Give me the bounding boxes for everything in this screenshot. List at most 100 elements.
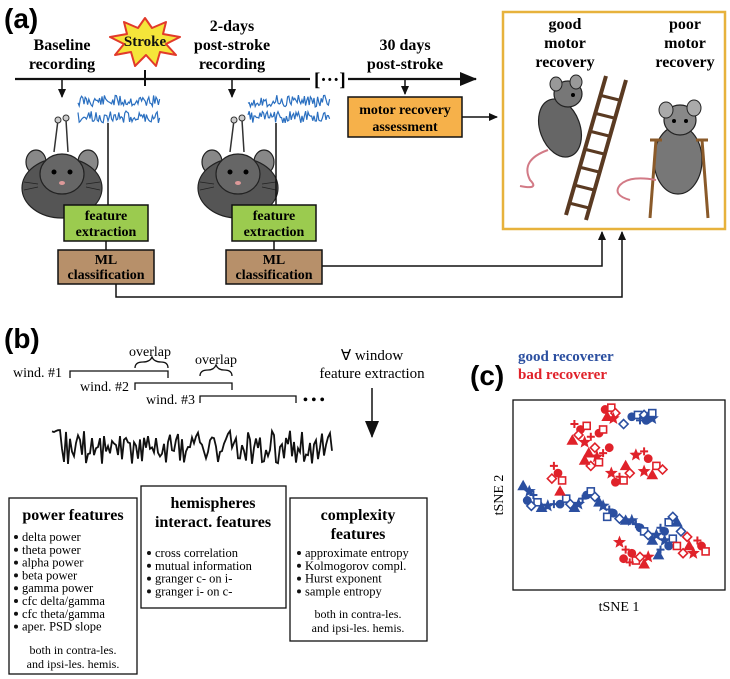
complexity-title-2: features	[331, 526, 386, 543]
feature-item: Kolmogorov compl.	[305, 559, 406, 573]
feature-item: alpha power	[22, 556, 84, 570]
poor-label-3: recovery	[655, 54, 714, 71]
post30-label-2: post-stroke	[367, 56, 443, 73]
post2-label-3: recording	[199, 56, 265, 73]
bad-recoverer-point	[589, 442, 601, 454]
eeg-trace-post-bottom	[247, 109, 331, 124]
good-recoverer-point	[602, 512, 612, 522]
bad-recoverer-point	[611, 477, 620, 487]
panel-a-label: (a)	[4, 3, 38, 34]
feature-item: cross correlation	[155, 546, 239, 560]
bad-recoverer-point	[641, 550, 655, 563]
hemispheres-features-box	[140, 485, 287, 609]
poor-label-2: motor	[664, 35, 706, 52]
ml-classification-box-1	[57, 249, 155, 285]
good-recoverer-point	[555, 499, 565, 509]
good-recoverer-point	[668, 534, 678, 543]
bad-recoverer-point	[554, 485, 566, 496]
list-bullet	[297, 551, 301, 555]
bad-recoverer-point	[572, 429, 585, 441]
complexity-note-1: both in contra-les.	[315, 607, 402, 621]
list-bullet	[14, 547, 18, 552]
eeg-trace-baseline-bottom	[77, 110, 161, 124]
stroke-label: Stroke	[124, 34, 167, 50]
assessment-box	[347, 96, 463, 138]
good-recoverer-point	[675, 525, 687, 538]
eeg-trace-post-top	[247, 94, 331, 109]
list-bullet	[14, 586, 18, 591]
feature-item: aper. PSD slope	[22, 620, 102, 634]
feature1-label-2: extraction	[76, 225, 137, 240]
complexity-note-2: and ipsi-les. hemis.	[312, 621, 405, 635]
list-bullet	[14, 599, 18, 603]
feature-item: theta power	[22, 543, 81, 557]
hemi-title-2: interact. features	[155, 514, 271, 531]
window-3-bracket	[199, 395, 297, 403]
panel-b-label: (b)	[4, 323, 40, 354]
feature-item: cfc delta/gamma	[22, 594, 105, 608]
bad-recoverer-point	[578, 454, 591, 465]
ml2-to-outcome-arrow	[322, 231, 606, 267]
bad-recoverer-point	[619, 554, 628, 564]
bad-recoverer-point	[619, 476, 628, 485]
list-bullet	[297, 589, 301, 594]
bad-recoverer-point	[582, 421, 592, 431]
feature-item: gamma power	[22, 581, 94, 595]
bad-recoverer-point	[640, 447, 649, 456]
good-recoverer-point	[656, 545, 665, 554]
ml-classification-box-2	[225, 249, 323, 285]
bad-recoverer-point	[629, 448, 643, 461]
feature-item: cfc theta/gamma	[22, 607, 105, 621]
overlap-label-2: overlap	[195, 353, 237, 368]
bad-recoverer-point	[599, 449, 608, 458]
hemi-title-1: hemispheres	[170, 495, 255, 512]
good-recoverer-point	[522, 484, 536, 497]
legend-good: good recoverer	[518, 349, 614, 365]
list-bullet	[14, 611, 18, 616]
good-recoverer-point	[586, 487, 596, 496]
bad-recoverer-point	[625, 558, 634, 567]
ml1-label-2: classification	[68, 268, 145, 283]
feature-item: sample entropy	[305, 584, 382, 598]
forall-label-2: feature extraction	[319, 366, 425, 382]
window-3-label: wind. #3	[146, 393, 195, 408]
bad-recoverer-point	[683, 539, 696, 551]
mouse-with-crutches-icon	[616, 99, 710, 219]
bad-recoverer-point	[604, 466, 618, 479]
good-recoverer-point	[667, 511, 679, 523]
bad-recoverer-point	[686, 546, 700, 559]
overlap-brace-2	[199, 363, 233, 377]
overlap-brace-1	[134, 355, 169, 369]
list-bullet	[297, 576, 301, 581]
power-features-box	[8, 497, 138, 675]
good-recoverer-point	[649, 528, 663, 541]
power-title: power features	[22, 507, 123, 524]
feature-item: mutual information	[155, 559, 253, 573]
feature-item: approximate entropy	[305, 546, 410, 560]
feature1-label-1: feature	[85, 209, 128, 224]
list-bullet	[147, 551, 151, 555]
post30-label-1: 30 days	[379, 37, 430, 54]
bad-recoverer-point	[598, 425, 608, 434]
bad-recoverer-point	[594, 457, 604, 467]
good-recoverer-point	[525, 500, 537, 512]
bad-recoverer-point	[566, 434, 579, 445]
post2-label-2: post-stroke	[194, 37, 270, 54]
ml2-label-1: ML	[263, 253, 286, 268]
tsne-plot-frame	[512, 399, 726, 591]
bad-recoverer-point	[578, 435, 592, 448]
feature-item: granger i- on c-	[155, 584, 232, 598]
bad-recoverer-point	[701, 547, 710, 556]
post2-label-1: 2-days	[210, 18, 254, 35]
bad-recoverer-point	[557, 476, 567, 485]
list-bullet	[14, 535, 18, 539]
bad-recoverer-point	[582, 447, 595, 458]
feature2-label-2: extraction	[244, 225, 305, 240]
bad-recoverer-point	[681, 531, 693, 543]
bad-recoverer-point	[546, 472, 558, 485]
feature-item: beta power	[22, 568, 78, 582]
tsne-scatter-points	[517, 403, 710, 569]
bad-recoverer-point	[624, 467, 636, 479]
